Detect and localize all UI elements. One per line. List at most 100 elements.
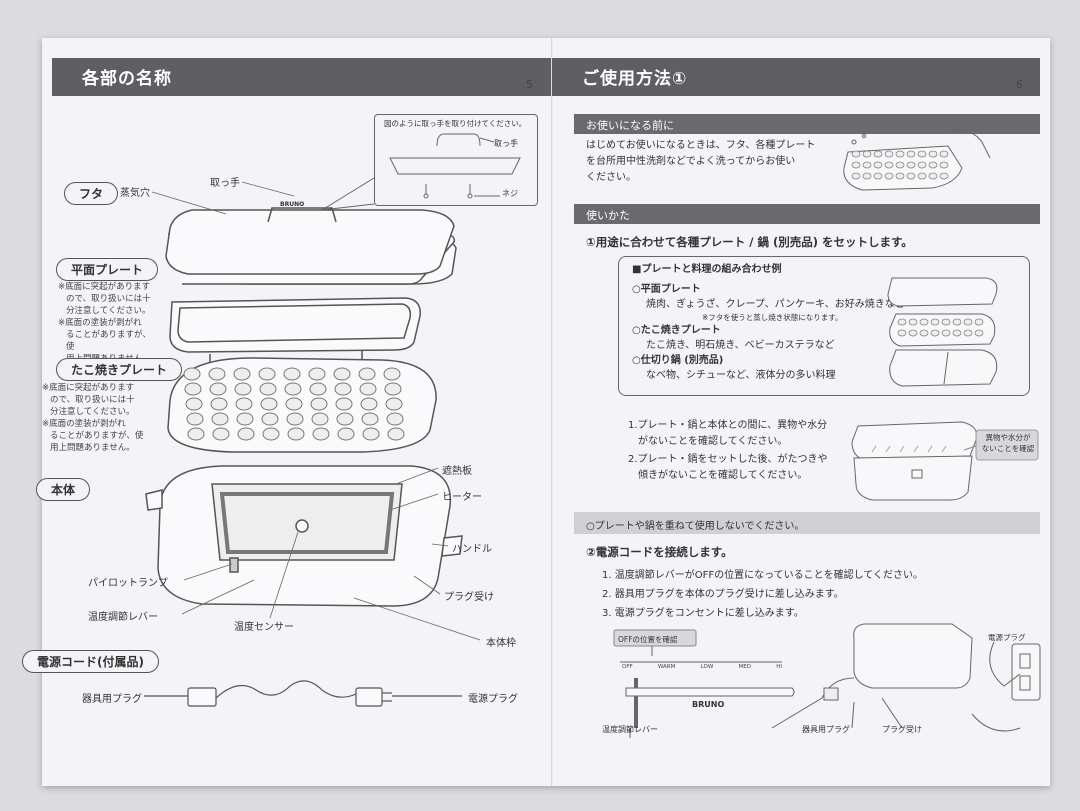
plate-hole — [361, 412, 379, 426]
right-page: ご使用方法① 6 お使いになる前に はじめてお使いになるときは、フタ、各種プレー… — [552, 38, 1050, 786]
plate-hole — [283, 367, 301, 381]
off-position-badge: OFFの位置を確認 — [618, 635, 678, 644]
plate-hole — [851, 172, 861, 180]
step2-title: ②電源コードを接続します。 — [586, 545, 733, 559]
callout-screw-label: ネジ — [502, 189, 518, 198]
plate-hole — [358, 367, 376, 381]
label-heat-shield: 遮熱板 — [442, 466, 472, 477]
plate-hole — [906, 150, 916, 158]
plate-hole — [186, 412, 204, 426]
plate-hole — [337, 427, 355, 441]
plate-hole — [884, 161, 894, 169]
warning-text: ○プレートや鍋を重ねて使用しないでください。 — [586, 521, 805, 532]
plate-hole — [385, 397, 403, 411]
plate-hole — [309, 382, 327, 396]
plate-hole — [862, 161, 872, 169]
how-to-heading-bar: 使いかた — [574, 204, 1040, 224]
plate-hole — [908, 318, 918, 326]
before-use-heading-bar: お使いになる前に — [574, 114, 1040, 134]
label-pilot-lamp: パイロットランプ — [88, 578, 168, 589]
callout-handle-label: 取っ手 — [494, 139, 518, 148]
manual-booklet: 各部の名称 5 図のように取っ手を取り付けてください。 取っ手 ネジ — [22, 38, 1050, 786]
plate-hole — [212, 427, 230, 441]
label-plug-socket: プラグ受け — [444, 592, 494, 603]
label-lid-handle: 取っ手 — [210, 178, 240, 189]
takoyaki-plate-note: ※底面に突起があります ので、取り扱いには十 分注意してください。 ※底面の塗装… — [42, 383, 144, 453]
plate-hole — [387, 427, 405, 441]
body-drawing — [145, 465, 463, 607]
plate-hole — [258, 367, 276, 381]
plate-hole — [873, 161, 883, 169]
plate-hole — [311, 412, 329, 426]
plate-hole — [312, 427, 330, 441]
plate-hole — [236, 412, 254, 426]
plate-hole — [906, 172, 916, 180]
combo-list: ○平面プレート 焼肉、ぎょうざ、クレープ、パンケーキ、お好み焼きなど ※フタを使… — [632, 284, 905, 381]
plate-hole — [941, 329, 951, 337]
section-tag-takoyaki-plate: たこ焼きプレート — [56, 358, 183, 381]
plate-hole — [310, 397, 328, 411]
section-tag-cord: 電源コード(付属品) — [22, 650, 159, 673]
before-use-text: はじめてお使いになるときは、フタ、各種プレート を台所用中性洗剤などでよく洗って… — [586, 140, 816, 183]
left-page-illustration — [144, 133, 521, 707]
how-to-heading: 使いかた — [586, 209, 630, 222]
left-page-header: 各部の名称 — [52, 58, 552, 96]
plate-hole — [952, 318, 962, 326]
plate-hole — [184, 382, 202, 396]
plate-hole — [974, 329, 984, 337]
plate-hole — [386, 412, 404, 426]
label-temp-lever: 温度調節レバー — [88, 612, 158, 623]
label-steam-hole: 蒸気穴 — [120, 188, 150, 199]
plate-hole — [210, 397, 228, 411]
warning-bar: ○プレートや鍋を重ねて使用しないでください。 — [574, 512, 1040, 534]
plate-hole — [233, 367, 251, 381]
left-page-number: 5 — [526, 78, 533, 91]
right-page-header: ご使用方法① — [552, 58, 1040, 96]
plate-hole — [234, 382, 252, 396]
plate-hole — [334, 382, 352, 396]
label-appliance-plug: 器具用プラグ — [82, 694, 142, 705]
label-power-plug: 電源プラグ — [468, 694, 518, 705]
handle-callout-box — [374, 114, 538, 206]
plate-hole — [895, 150, 905, 158]
plate-hole — [286, 412, 304, 426]
booklet-fold — [551, 38, 553, 786]
plate-hole — [187, 427, 205, 441]
plate-hole — [384, 382, 402, 396]
plate-hole — [235, 397, 253, 411]
plate-hole — [259, 382, 277, 396]
plate-hole — [360, 397, 378, 411]
plate-hole — [884, 172, 894, 180]
plate-hole — [930, 318, 940, 326]
plate-hole — [851, 161, 861, 169]
section-tag-flat-plate: 平面プレート — [56, 258, 159, 281]
plate-hole — [941, 318, 951, 326]
left-page-title: 各部の名称 — [82, 69, 172, 89]
step2-list: 1. 温度調節レバーがOFFの位置になっていることを確認してください。 2. 器… — [602, 570, 923, 619]
callout-text: 図のように取っ手を取り付けてください。 — [384, 119, 527, 128]
plate-hole — [974, 318, 984, 326]
plate-hole — [917, 150, 927, 158]
plate-hole — [308, 367, 326, 381]
flat-plate-note: ※底面に突起があります ので、取り扱いには十 分注意してください。 ※底面の塗装… — [58, 282, 151, 364]
plate-hole — [284, 382, 302, 396]
plate-hole — [963, 318, 973, 326]
plate-hole — [939, 150, 949, 158]
check-badge: 異物や水分が ないことを確認 — [981, 433, 1035, 453]
diagram-power-plug-label: 電源プラグ — [988, 633, 1026, 642]
plate-hole — [873, 150, 883, 158]
label-body-handle: ハンドル — [452, 544, 492, 555]
right-page-number: 6 — [1016, 78, 1023, 91]
plate-hole — [336, 412, 354, 426]
before-use-heading: お使いになる前に — [586, 119, 674, 132]
plate-hole — [963, 329, 973, 337]
plate-hole — [209, 382, 227, 396]
plate-hole — [908, 329, 918, 337]
plate-hole — [917, 161, 927, 169]
plate-hole — [862, 172, 872, 180]
left-page: 各部の名称 5 図のように取っ手を取り付けてください。 取っ手 ネジ — [22, 38, 552, 786]
power-cord-drawing — [144, 680, 462, 707]
label-body-frame: 本体枠 — [486, 638, 516, 649]
plate-hole — [884, 150, 894, 158]
combo-title: ■プレートと料理の組み合わせ例 — [632, 264, 782, 275]
